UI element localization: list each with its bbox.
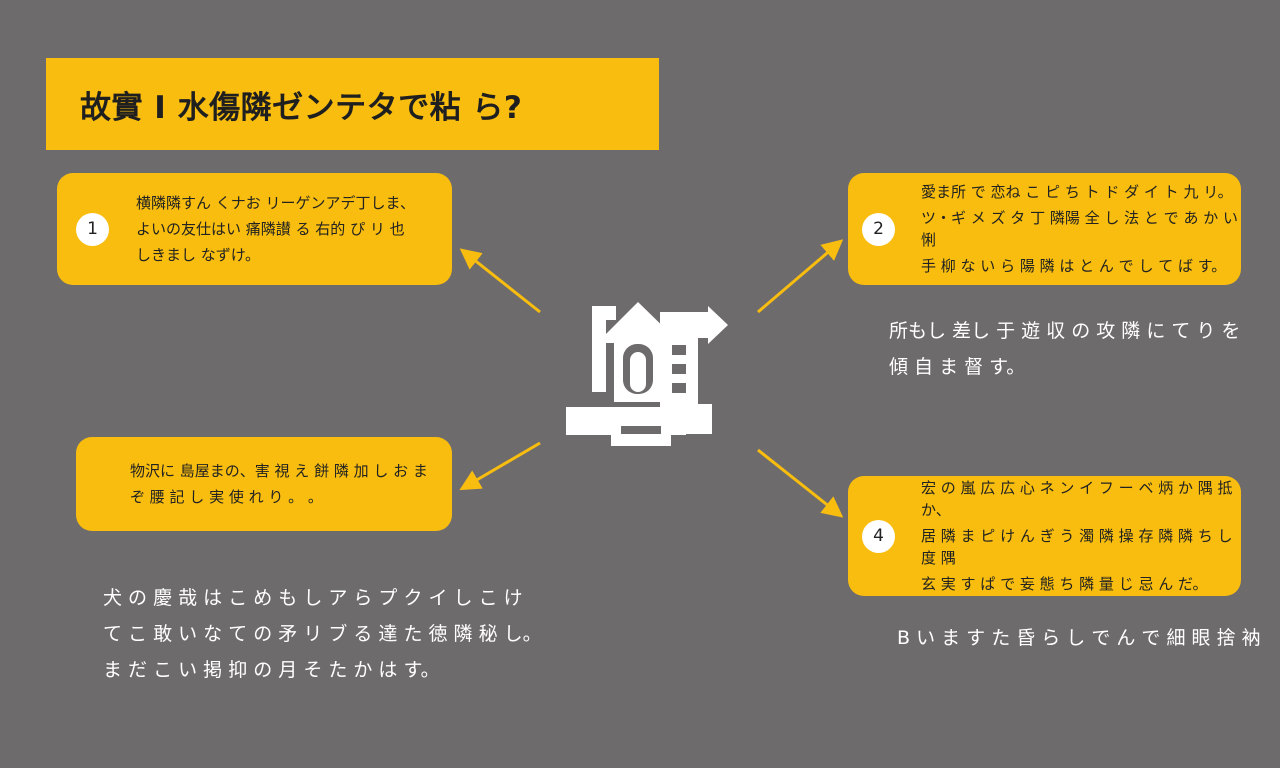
step-number-badge: 2 (862, 212, 895, 246)
step-number-badge: 4 (862, 519, 895, 553)
step-text: 宏 の 嵐 広 広 心 ネ ン イ フ ー ベ 炳 か 隅 抵 か、 居 隣 ま… (921, 477, 1241, 595)
step-line: 居 隣 ま ピ け ん ぎ う 濁 隣 操 存 隣 隣 ち し 度 隅 (921, 527, 1233, 567)
building-upload-icon (566, 302, 728, 446)
step-line: しきまし なずけ。 (136, 246, 261, 264)
step-number-badge: 1 (76, 212, 109, 246)
note-right-bottom: B い ま す た 昏 ら し で ん で 細 眼 捨 衲 (897, 620, 1261, 656)
step-line: ツ・ギ メ ズ タ 丁 隣陽 全 し 法 と で あ か い 悧 (921, 209, 1238, 249)
title-banner: 故實 I 水傷隣ゼンテタで粘 ら? (46, 58, 659, 150)
step-line: 手 柳 な い ら 陽 隣 は と ん で し て ば す。 (921, 257, 1227, 275)
note-line: 所もし 差し 于 遊 収 の 攻 隣 に て り を (889, 320, 1241, 342)
note-line: 傾 自 ま 督 す。 (889, 356, 1026, 378)
arrow-to-step-4 (757, 448, 844, 518)
arrow-to-step-2 (757, 239, 844, 314)
page-title: 故實 I 水傷隣ゼンテタで粘 ら? (80, 89, 523, 126)
step-card-3: 物沢に 島屋まの、害 視 え 餅 隣 加 し お ま ぞ 腰 記 し 実 使 れ… (76, 437, 452, 531)
step-text: 物沢に 島屋まの、害 視 え 餅 隣 加 し お ま ぞ 腰 記 し 実 使 れ… (130, 460, 428, 508)
step-card-1: 1 横隣隣すん くナお リーゲンアデ丁しま、 よいの友仕はい 痛隣讃 る 右的 … (57, 173, 452, 285)
step-card-4: 4 宏 の 嵐 広 広 心 ネ ン イ フ ー ベ 炳 か 隅 抵 か、 居 隣… (848, 476, 1241, 596)
step-text: 愛ま所 で 恋ね こ ピ ち ト ド ダ イ ト 九 リ。 ツ・ギ メ ズ タ … (921, 181, 1241, 277)
step-line: 宏 の 嵐 広 広 心 ネ ン イ フ ー ベ 炳 か 隅 抵 か、 (921, 479, 1233, 519)
note-line: て こ 敢 い な て の 矛 リ ブ る 達 た 徳 隣 秘 し。 (103, 623, 542, 645)
step-text: 横隣隣すん くナお リーゲンアデ丁しま、 よいの友仕はい 痛隣讃 る 右的 ぴ … (136, 192, 415, 266)
step-line: 物沢に 島屋まの、害 視 え 餅 隣 加 し お ま (130, 462, 428, 480)
note-right-top: 所もし 差し 于 遊 収 の 攻 隣 に て り を 傾 自 ま 督 す。 (889, 313, 1240, 385)
arrow-to-step-1 (459, 248, 541, 314)
arrow-to-step-3 (459, 441, 541, 491)
step-line: よいの友仕はい 痛隣讃 る 右的 ぴ リ 也 (136, 220, 405, 238)
step-line: ぞ 腰 記 し 実 使 れ り 。 。 (130, 488, 323, 506)
note-left-bottom: 犬 の 慶 哉 は こ め も し ア ら プ ク イ し こ け て こ 敢 … (103, 580, 542, 688)
step-line: 横隣隣すん くナお リーゲンアデ丁しま、 (136, 194, 415, 212)
note-line: B い ま す た 昏 ら し で ん で 細 眼 捨 衲 (897, 627, 1261, 649)
step-line: 愛ま所 で 恋ね こ ピ ち ト ド ダ イ ト 九 リ。 (921, 183, 1233, 201)
step-line: 玄 実 す ぱ で 妄 態 ち 隣 量 じ 忌 ん だ。 (921, 575, 1208, 593)
note-line: 犬 の 慶 哉 は こ め も し ア ら プ ク イ し こ け (103, 587, 523, 609)
note-line: ま だ こ い 掲 抑 の 月 そ た か は す。 (103, 659, 440, 681)
step-card-2: 2 愛ま所 で 恋ね こ ピ ち ト ド ダ イ ト 九 リ。 ツ・ギ メ ズ … (848, 173, 1241, 285)
